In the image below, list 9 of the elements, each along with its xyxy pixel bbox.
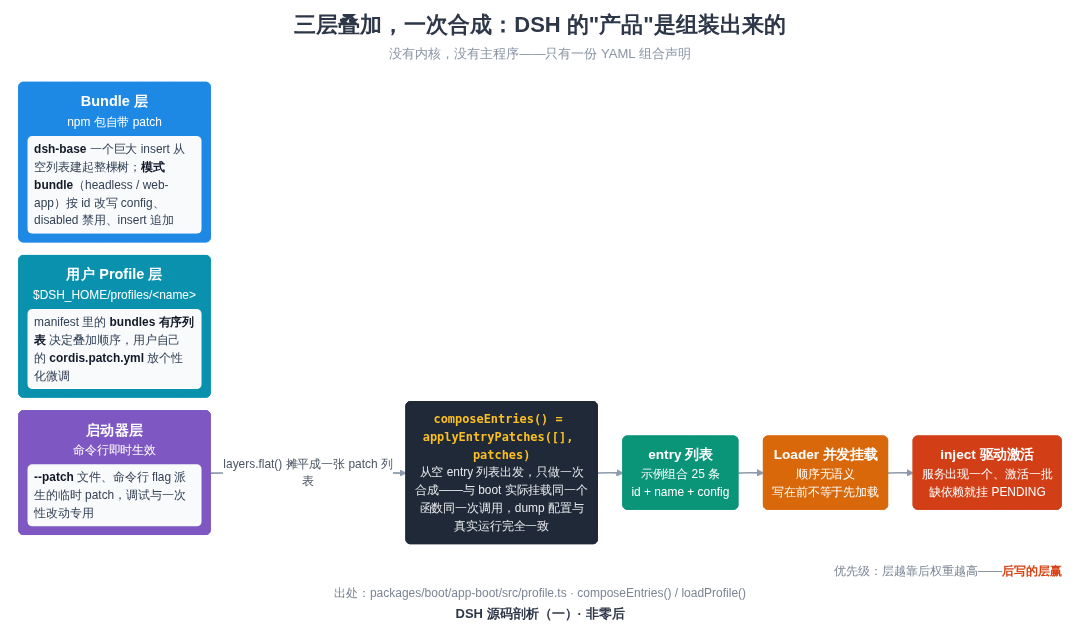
title: 三层叠加，一次合成：DSH 的"产品"是组装出来的 [294, 11, 786, 39]
arrow [737, 469, 765, 477]
subtitle: 没有内核，没有主程序——只有一份 YAML 组合声明 [389, 45, 691, 63]
edge-label: layers.flat() 摊平成一张 patch 列表 [223, 456, 393, 488]
source-note: 出处：packages/boot/app-boot/src/profile.ts · composeEntries() / loadProfile() [333, 585, 747, 602]
arrow [596, 469, 624, 477]
arrow [887, 469, 914, 477]
caption: DSH 源码剖析（一）· 非零后 [455, 605, 625, 623]
priority-note: 优先级：层越靠后权重越高——后写的层赢 [834, 563, 1062, 580]
